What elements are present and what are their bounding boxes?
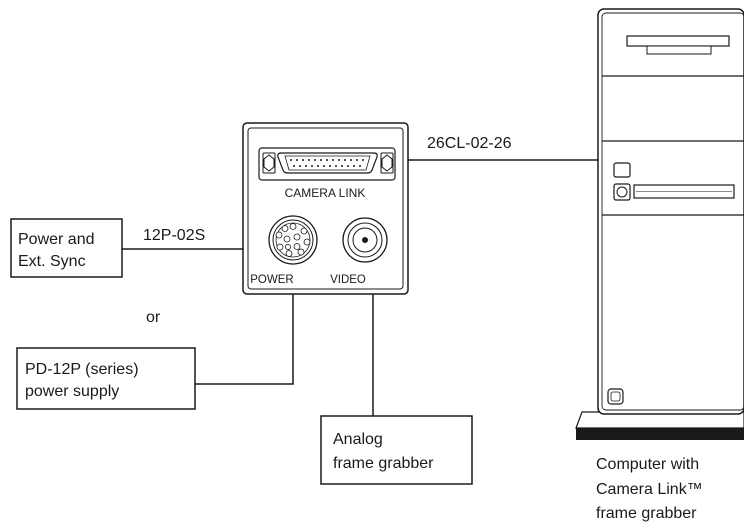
pd-power-supply-line1: PD-12P (series) (25, 361, 139, 378)
power-ext-sync-box: Power and Ext. Sync (10, 218, 123, 278)
analog-frame-grabber-line2: frame grabber (333, 455, 434, 472)
power-port-label: POWER (250, 274, 293, 286)
analog-frame-grabber-line1: Analog (333, 431, 383, 448)
computer-power-button-icon (607, 388, 624, 405)
video-bnc-connector-icon (342, 217, 388, 263)
computer-caption-line3: frame grabber (596, 505, 697, 522)
or-label: or (146, 309, 161, 326)
analog-frame-grabber-box: Analog frame grabber (320, 415, 473, 485)
camera-link-d-shell (277, 152, 378, 174)
power-ext-sync-line2: Ext. Sync (18, 253, 86, 270)
camera-body: CAMERA LINK POWER (242, 122, 409, 295)
pd-power-line (195, 264, 294, 385)
camera-inner-frame (247, 127, 404, 290)
power-cable-label: 12P-02S (143, 227, 205, 244)
computer-case (597, 8, 744, 415)
camera-link-label: CAMERA LINK (285, 186, 366, 200)
camera-link-connector (258, 147, 396, 181)
camera-link-pins (290, 159, 364, 167)
power-connector-icon (268, 215, 318, 265)
computer-case-inner (601, 12, 744, 411)
floppy-drive-icon (613, 162, 735, 201)
computer-base (576, 428, 744, 440)
computer-tower (575, 8, 744, 440)
optical-drive-icon (626, 35, 730, 55)
right-screw-icon (380, 152, 394, 174)
camera-link-cable-label: 26CL-02-26 (427, 135, 512, 152)
pd-power-supply-line2: power supply (25, 383, 119, 400)
video-port-label: VIDEO (330, 274, 366, 286)
left-screw-icon (262, 152, 276, 174)
power-ext-sync-line1: Power and (18, 231, 95, 248)
computer-caption-line2: Camera Link™ (596, 481, 703, 498)
pd-power-supply-box: PD-12P (series) power supply (16, 347, 196, 410)
computer-caption-line1: Computer with (596, 456, 699, 473)
